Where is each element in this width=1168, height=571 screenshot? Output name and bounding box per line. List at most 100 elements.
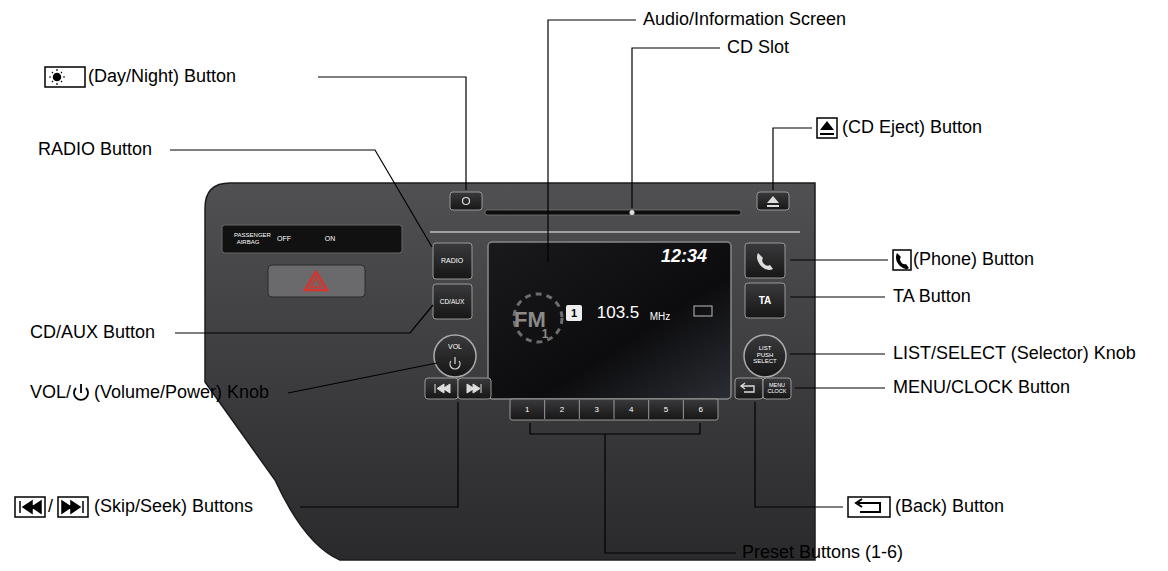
drawing-part: [62, 501, 83, 513]
screen: [488, 242, 731, 399]
preset-number: 6: [698, 405, 702, 414]
drawing-part: [757, 253, 773, 270]
callout-label: TA Button: [893, 287, 971, 307]
callout-label: CD/AUX Button: [30, 323, 155, 343]
drawing-part: [530, 423, 736, 553]
drawing-part: [74, 70, 81, 84]
drawing-part: [300, 402, 458, 507]
drawing-part: [435, 384, 450, 393]
callout-label: (CD Eject) Button: [842, 118, 982, 138]
drawing-part: [268, 265, 365, 297]
drawing-part: [795, 387, 885, 388]
drawing-part: [790, 296, 885, 297]
button-text: RADIO: [441, 257, 463, 265]
drawing-part: [744, 335, 786, 377]
drawing-part: [763, 378, 791, 399]
screen-unit: MHz: [650, 311, 671, 322]
drawing-part: [632, 48, 720, 208]
callout-label: MENU/CLOCK Button: [893, 378, 1070, 398]
drawing-part: [45, 67, 85, 87]
screen-band-number: 1: [542, 328, 549, 341]
drawing-part: [773, 128, 812, 190]
callout-label: (Back) Button: [895, 497, 1004, 517]
back-menu-buttons: [735, 378, 791, 399]
callout-label: VOL/: [30, 383, 71, 403]
drawing-part: [430, 231, 800, 233]
drawing-part: [735, 378, 763, 399]
drawing-part: [548, 20, 636, 262]
skip-seek-buttons: [425, 378, 491, 399]
drawing-part: [54, 74, 61, 81]
button-text: TA: [759, 295, 772, 306]
drawing-part: [318, 77, 466, 190]
screen-preset: 1: [571, 307, 577, 319]
drawing-part: [741, 383, 754, 392]
drawing-part: [20, 501, 41, 513]
panel-housing: [205, 183, 815, 560]
screen-clock: 12:34: [661, 247, 707, 267]
drawing-part: [514, 294, 562, 342]
drawing-part: [817, 118, 837, 138]
preset-divider: [544, 400, 545, 419]
drawing-part: [463, 198, 470, 205]
screen-band: FM: [514, 308, 546, 332]
knob-text: LIST PUSH SELECT: [752, 345, 778, 365]
drawing-part: [305, 272, 327, 290]
drawing-part: [58, 497, 88, 517]
panel-text: OFF: [277, 235, 291, 243]
preset-buttons: [510, 399, 718, 420]
drawing-part: [755, 402, 843, 507]
drawing-part: [222, 225, 402, 253]
top-buttons: [450, 192, 789, 210]
preset-number: 2: [560, 405, 564, 414]
drawing-part: [893, 250, 911, 270]
preset-number: 1: [525, 405, 529, 414]
drawing-part: [175, 305, 433, 333]
drawing-part: [745, 243, 785, 278]
panel-text: PASSENGER AIRBAG: [234, 232, 262, 245]
callout-label: LIST/SELECT (Selector) Knob: [893, 344, 1136, 364]
airbag-and-hazard: [222, 225, 402, 297]
panel-text: ON: [325, 235, 336, 243]
preset-divider: [579, 400, 580, 419]
preset-number: 3: [594, 405, 598, 414]
drawing-part: [467, 384, 481, 393]
preset-divider: [614, 400, 615, 419]
drawing-part: [856, 499, 880, 512]
screen-frequency: 103.5: [597, 304, 640, 323]
callout-label: (Phone) Button: [913, 250, 1034, 270]
drawing-part: [288, 363, 437, 393]
drawing-part: [170, 150, 432, 247]
callout-label: (Skip/Seek) Buttons: [94, 497, 253, 517]
callout-label: Preset Buttons (1-6): [742, 543, 903, 563]
button-text: CD/AUX: [440, 298, 465, 305]
knob-text: VOL: [448, 343, 462, 351]
drawing-part: [510, 399, 718, 420]
leader-lines: [170, 20, 888, 553]
drawing-part: [433, 243, 472, 279]
drawing-part: [767, 196, 779, 207]
drawing-part: [790, 353, 885, 354]
drawing-part: [485, 210, 741, 215]
callout-label: (Day/Night) Button: [88, 67, 236, 87]
drawing-part: [745, 283, 785, 318]
drawing-part: [205, 183, 815, 560]
preset-number: 5: [664, 405, 668, 414]
callout-label: Audio/Information Screen: [643, 10, 846, 30]
drawing-part: [488, 242, 731, 399]
callout-label: /: [48, 497, 53, 517]
drawing-part: [848, 497, 890, 517]
drawing-part: [49, 69, 65, 85]
drawing-part: [896, 253, 909, 269]
drawing-part: [433, 284, 472, 319]
drawing-part: [15, 497, 45, 517]
drawing-part: [450, 192, 482, 210]
drawing-part: [694, 306, 712, 316]
callout-label: CD Slot: [727, 38, 789, 58]
drawing-part: [434, 335, 476, 377]
drawing-part: [311, 278, 321, 287]
drawing-part: [458, 378, 491, 399]
callout-label: RADIO Button: [38, 140, 152, 160]
preset-divider: [648, 400, 649, 419]
